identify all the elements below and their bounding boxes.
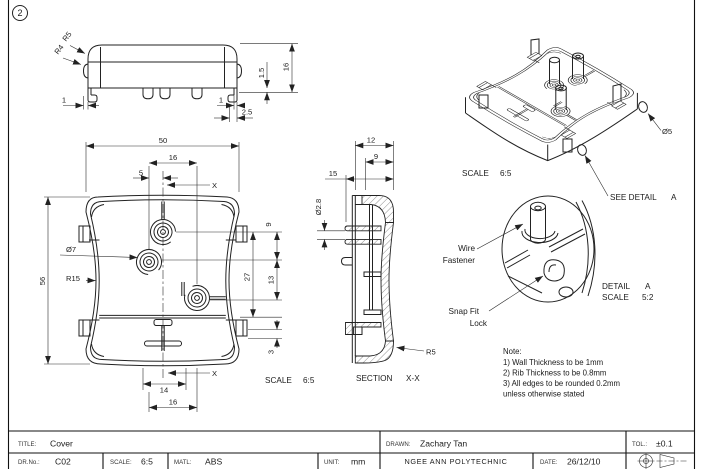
dim-2-5: 2.5 <box>242 108 253 117</box>
page-number-badge: 2 <box>12 5 28 21</box>
wire-fastener-label-2: Fastener <box>443 256 476 265</box>
page-number: 2 <box>17 8 22 18</box>
detail-ref: A <box>645 282 651 291</box>
section-view-dimensions <box>317 141 425 352</box>
dim-16-top: 16 <box>169 153 177 162</box>
detail-view: Wire Fastener Snap Fit Lock DETAIL A SCA… <box>443 195 654 328</box>
title-label: TITLE: <box>18 441 37 448</box>
notes-heading: Note: <box>503 347 522 356</box>
see-detail-label: SEE DETAIL <box>610 193 657 202</box>
sheet-border <box>7 0 696 469</box>
drawn-value: Zachary Tan <box>420 439 467 449</box>
scale-value: 6:5 <box>141 457 153 467</box>
dim-9: 9 <box>264 222 273 226</box>
iso-view-leaders <box>584 113 662 197</box>
detail-title: DETAIL <box>602 282 631 291</box>
snap-fit-label-2: Lock <box>470 319 488 328</box>
dim-15: 15 <box>329 169 337 178</box>
iso-scale-value: 6:5 <box>500 169 512 178</box>
wire-fastener-label-1: Wire <box>458 244 475 253</box>
plan-scale-label: SCALE <box>265 376 292 385</box>
dim-5: 5 <box>139 169 143 178</box>
snap-fit-label-1: Snap Fit <box>449 307 480 316</box>
dim-dia2-8: Ø2.8 <box>314 199 323 215</box>
tol-value: ±0.1 <box>656 439 673 449</box>
section-mark-x-top: X <box>212 181 217 190</box>
dim-27: 27 <box>243 273 252 281</box>
matl-label: MATL: <box>174 459 192 466</box>
dim-12: 12 <box>367 136 375 145</box>
plan-view: 50 16 5 X 56 Ø7 R15 9 13 27 3 14 16 X SC… <box>38 136 315 412</box>
note-line-4: unless otherwise stated <box>503 390 584 399</box>
dim-56: 56 <box>38 277 47 285</box>
plan-view-dimensions <box>44 142 282 412</box>
dim-dia5: Ø5 <box>662 127 672 136</box>
plan-scale-value: 6:5 <box>303 376 315 385</box>
dim-50: 50 <box>159 136 167 145</box>
side-view-dimensions <box>62 43 298 122</box>
drno-value: C02 <box>55 457 71 467</box>
side-view: R5 R4 1 1 2.5 1.5 16 <box>52 30 298 122</box>
dim-1-right: 1 <box>219 96 223 105</box>
detail-view-leaders <box>476 223 544 312</box>
title-block: TITLE: Cover DRAWN: Zachary Tan TOL.: ±0… <box>8 430 695 469</box>
date-label: DATE: <box>540 459 558 466</box>
drawn-label: DRAWN: <box>386 441 411 448</box>
dim-9-section: 9 <box>374 152 378 161</box>
dim-16-bottom: 16 <box>169 398 177 407</box>
see-detail-ref: A <box>671 193 677 202</box>
section-mark-x-bottom: X <box>212 369 217 378</box>
dim-13: 13 <box>267 276 276 284</box>
unit-label: UNIT: <box>324 459 340 466</box>
isometric-view: SCALE 6:5 Ø5 SEE DETAIL A <box>461 38 677 202</box>
section-view: 12 9 15 Ø2.8 R5 SECTION X-X <box>314 136 436 384</box>
note-line-2: 2) Rib Thickness to be 0.8mm <box>503 369 606 378</box>
dim-r4: R4 <box>52 43 65 56</box>
dim-1-5: 1.5 <box>257 68 266 79</box>
date-value: 26/12/10 <box>567 457 601 467</box>
section-ref: X-X <box>406 374 420 383</box>
dim-dia7: Ø7 <box>66 245 76 254</box>
detail-boundary <box>501 195 595 303</box>
scale-label: SCALE: <box>110 459 132 466</box>
section-label: SECTION <box>356 374 392 383</box>
detail-scale-label: SCALE <box>602 293 629 302</box>
dim-r5-section: R5 <box>426 348 436 357</box>
notes-block: Note: 1) Wall Thickness to be 1mm 2) Rib… <box>503 347 620 399</box>
iso-scale-label: SCALE <box>462 169 489 178</box>
dim-r15: R15 <box>66 274 80 283</box>
detail-scale-value: 5:2 <box>642 293 654 302</box>
dim-16-height: 16 <box>282 63 291 71</box>
drno-label: DR.No.: <box>18 459 40 466</box>
third-angle-projection-icon <box>637 452 687 469</box>
dim-3: 3 <box>267 350 276 354</box>
dim-1-left: 1 <box>62 96 66 105</box>
organization-name: NGEE ANN POLYTECHNIC <box>404 457 507 466</box>
unit-value: mm <box>351 457 365 467</box>
matl-value: ABS <box>205 457 222 467</box>
title-value: Cover <box>50 439 73 449</box>
tol-label: TOL.: <box>632 441 647 448</box>
note-line-3: 3) All edges to be rounded 0.2mm <box>503 379 620 388</box>
dim-14: 14 <box>160 386 168 395</box>
note-line-1: 1) Wall Thickness to be 1mm <box>503 358 603 367</box>
dim-r5: R5 <box>60 30 73 43</box>
